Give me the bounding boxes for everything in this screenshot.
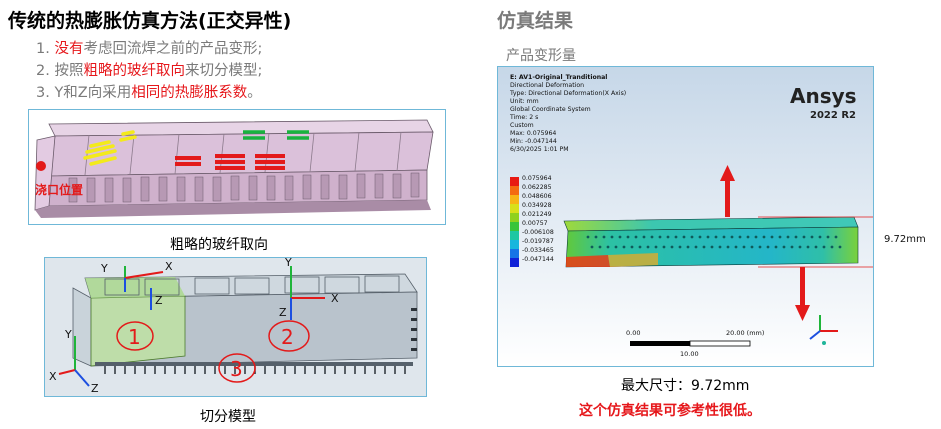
svg-text:20.00 (mm): 20.00 (mm): [726, 329, 764, 337]
region-label-3: 3: [218, 353, 256, 383]
legend-value: -0.033465: [522, 247, 554, 254]
svg-text:X: X: [331, 292, 339, 305]
bullet-2-highlight: 粗略的玻纤取向: [83, 63, 185, 79]
svg-text:Z: Z: [91, 382, 99, 395]
ansys-header-line: Unit: mm: [510, 98, 539, 105]
scale-bar: 0.00 20.00 (mm) 10.00: [626, 329, 764, 358]
arrow-up-icon: [720, 165, 735, 217]
ansys-header-line: Global Coordinate System: [510, 106, 591, 113]
ansys-header-line: Max: 0.075964: [510, 130, 556, 137]
ansys-version: 2022 R2: [810, 110, 856, 121]
legend-swatch: [510, 213, 519, 222]
region-label-2: 2: [268, 320, 310, 352]
svg-text:Y: Y: [64, 328, 72, 341]
legend-swatch: [510, 186, 519, 195]
caption-fiber: 粗略的玻纤取向: [170, 237, 268, 253]
ansys-header-line: Custom: [510, 122, 534, 129]
color-legend: 0.075964 0.062285 0.048606 0.034928 0.021249…: [510, 175, 554, 267]
legend-value: -0.006108: [522, 229, 554, 236]
ansys-result-image: E: AV1-Original_Tranditional Directional…: [497, 66, 874, 367]
svg-text:Y: Y: [100, 262, 108, 275]
svg-text:Y: Y: [284, 258, 292, 269]
fiber-orientation-image: 浇口位置: [28, 109, 446, 225]
triad-1-icon: Y X: [100, 260, 173, 292]
triad-3-icon: Y X Z: [279, 258, 339, 320]
svg-text:10.00: 10.00: [680, 350, 699, 358]
legend-swatch: [510, 222, 519, 231]
legend-swatch: [510, 195, 519, 204]
gate-label: 浇口位置: [35, 182, 83, 197]
max-size-label: 最大尺寸：9.72mm: [621, 378, 750, 394]
ansys-header-line: Min: -0.047144: [510, 138, 557, 145]
svg-text:3: 3: [230, 357, 243, 381]
right-subtitle: 产品变形量: [506, 48, 576, 64]
svg-text:2: 2: [281, 325, 294, 349]
bullet-2: 2. 按照粗略的玻纤取向来切分模型;: [36, 63, 263, 79]
bullet-list: 1. 没有考虑回流焊之前的产品变形; 2. 按照粗略的玻纤取向来切分模型; 3.…: [36, 38, 262, 104]
conclusion-note: 这个仿真结果可参考性很低。: [579, 403, 761, 419]
region-label-1: 1: [116, 321, 154, 351]
legend-value: 0.00757: [522, 220, 548, 227]
gate-marker-icon: [36, 161, 46, 171]
bullet-1: 1. 没有考虑回流焊之前的产品变形;: [36, 41, 263, 57]
legend-value: -0.019787: [522, 238, 554, 245]
legend-value: 0.021249: [522, 211, 552, 218]
svg-text:X: X: [165, 260, 173, 273]
cut-model-image: Y X Z Y X Z Y X Z 1 2: [44, 257, 427, 397]
left-title: 传统的热膨胀仿真方法(正交异性): [8, 10, 292, 32]
svg-text:Z: Z: [155, 294, 163, 307]
triad-4-icon: Y X Z: [49, 328, 99, 395]
ansys-header-line: Time: 2 s: [509, 114, 538, 121]
bullet-3-highlight: 相同的热膨胀系数: [131, 85, 248, 101]
legend-swatch: [510, 240, 519, 249]
legend-swatch: [510, 204, 519, 213]
svg-text:X: X: [49, 370, 57, 383]
legend-swatch: [510, 231, 519, 240]
svg-text:1: 1: [128, 325, 141, 349]
deformed-connector: [563, 216, 859, 268]
ansys-result-svg: E: AV1-Original_Tranditional Directional…: [498, 67, 873, 366]
legend-value: 0.048606: [522, 193, 552, 200]
legend-value: -0.047144: [522, 256, 554, 263]
legend-value: 0.062285: [522, 184, 552, 191]
ansys-header-line: 6/30/2025 1:01 PM: [510, 146, 569, 153]
arrow-down-icon: [795, 267, 810, 321]
ansys-header-line: Type: Directional Deformation(X Axis): [509, 90, 626, 97]
ansys-header-line: Directional Deformation: [510, 82, 584, 89]
bullet-3: 3. Y和Z向采用相同的热膨胀系数。: [36, 85, 262, 101]
connector-fiber-svg: 浇口位置: [29, 110, 445, 224]
legend-swatch: [510, 249, 519, 258]
legend-swatch: [510, 258, 519, 267]
svg-text:0.00: 0.00: [626, 329, 640, 337]
legend-value: 0.075964: [522, 175, 552, 182]
legend-swatch: [510, 177, 519, 186]
dimension-label: 9.72mm: [884, 234, 926, 245]
connector-cut-svg: Y X Z Y X Z Y X Z 1 2: [45, 258, 426, 396]
caption-cut: 切分模型: [200, 409, 256, 425]
dimension-annotation: [758, 216, 873, 268]
right-title: 仿真结果: [497, 10, 574, 32]
coordinate-triad-icon: [809, 315, 838, 345]
ansys-brand: Ansys: [790, 84, 857, 108]
ansys-header-line: E: AV1-Original_Tranditional: [510, 74, 607, 81]
legend-value: 0.034928: [522, 202, 552, 209]
svg-text:Z: Z: [279, 306, 287, 319]
bullet-1-highlight: 没有: [54, 41, 84, 57]
triad-2-icon: Z: [150, 288, 163, 310]
